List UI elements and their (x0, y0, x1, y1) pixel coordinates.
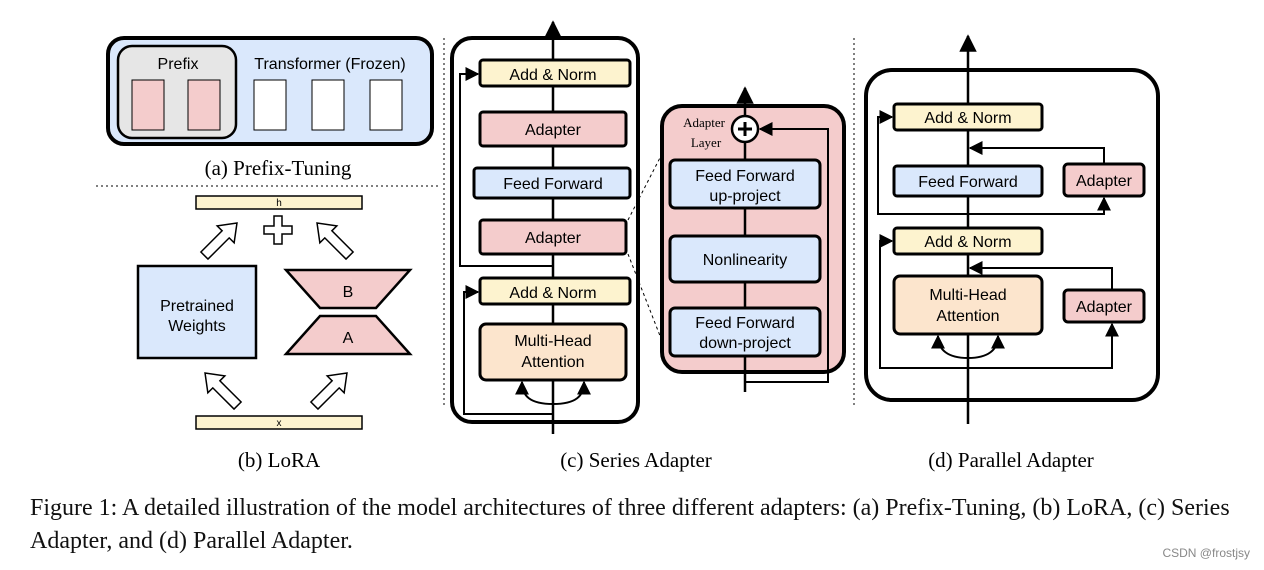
pretrained-label-2: Weights (168, 318, 226, 335)
series-add-norm-bottom: Add & Norm (509, 285, 596, 302)
transformer-frozen-label: Transformer (Frozen) (254, 56, 405, 73)
x-label: x (277, 418, 282, 429)
prefix-tuning-panel: Prefix Transformer (Frozen) (a) Prefix-T… (106, 36, 434, 180)
b-label: B (343, 284, 354, 301)
lora-b-matrix (283, 268, 413, 310)
h-label: h (276, 198, 282, 209)
series-adapter-top: Adapter (525, 122, 582, 139)
figure-caption: Figure 1: A detailed illustration of the… (30, 495, 1230, 554)
lora-a-matrix (283, 314, 413, 356)
series-adapter-mid: Adapter (525, 230, 582, 247)
parallel-feed-forward: Feed Forward (918, 174, 1018, 191)
parallel-add-norm-top: Add & Norm (924, 110, 1011, 127)
architecture-diagram: Prefix Transformer (Frozen) (a) Prefix-T… (96, 20, 1160, 472)
series-adapter-panel: Add & Norm Adapter Feed Forward Adapter … (450, 20, 712, 472)
series-adapter-caption: (c) Series Adapter (560, 448, 712, 472)
parallel-mha-1: Multi-Head (929, 287, 1006, 304)
adapter-down-1: Feed Forward (695, 315, 795, 332)
adapter-layer-panel: Adapter Layer Feed Forward up-project No… (660, 86, 846, 392)
lora-panel: h Pretrained Weights B A x (b) LoRA (136, 195, 413, 472)
parallel-add-norm-bottom: Add & Norm (924, 234, 1011, 251)
series-mha-1: Multi-Head (514, 333, 591, 350)
adapter-up-1: Feed Forward (695, 168, 795, 185)
prefix-label: Prefix (158, 56, 199, 73)
adapter-nonlinearity: Nonlinearity (703, 252, 787, 269)
zoom-line-top (627, 149, 665, 221)
parallel-adapter-top: Adapter (1076, 173, 1133, 190)
series-add-norm-top: Add & Norm (509, 67, 596, 84)
parallel-mha-2: Attention (936, 308, 999, 325)
series-mha-2: Attention (521, 354, 584, 371)
adapter-up-2: up-project (709, 188, 781, 205)
parallel-adapter-panel: Add & Norm Feed Forward Adapter Add & No… (864, 34, 1160, 472)
zoom-line-bottom (627, 253, 665, 347)
hollow-arrow-up-right (316, 222, 355, 261)
hollow-arrow-down-right (309, 372, 348, 411)
prefix-tuning-caption: (a) Prefix-Tuning (205, 156, 352, 180)
lora-caption: (b) LoRA (238, 448, 321, 472)
adapter-down-2: down-project (699, 335, 791, 352)
series-feed-forward: Feed Forward (503, 176, 603, 193)
hollow-arrow-down-left (204, 372, 243, 411)
pretrained-label-1: Pretrained (160, 298, 234, 315)
parallel-adapter-caption: (d) Parallel Adapter (928, 448, 1094, 472)
plus-icon (263, 215, 293, 245)
a-label: A (343, 330, 354, 347)
parallel-adapter-bottom: Adapter (1076, 299, 1133, 316)
adapter-layer-title-2: Layer (691, 135, 722, 150)
watermark: CSDN @frostjsy (1162, 546, 1250, 560)
adapter-layer-title-1: Adapter (683, 115, 726, 130)
hollow-arrow-up-left (199, 222, 238, 261)
